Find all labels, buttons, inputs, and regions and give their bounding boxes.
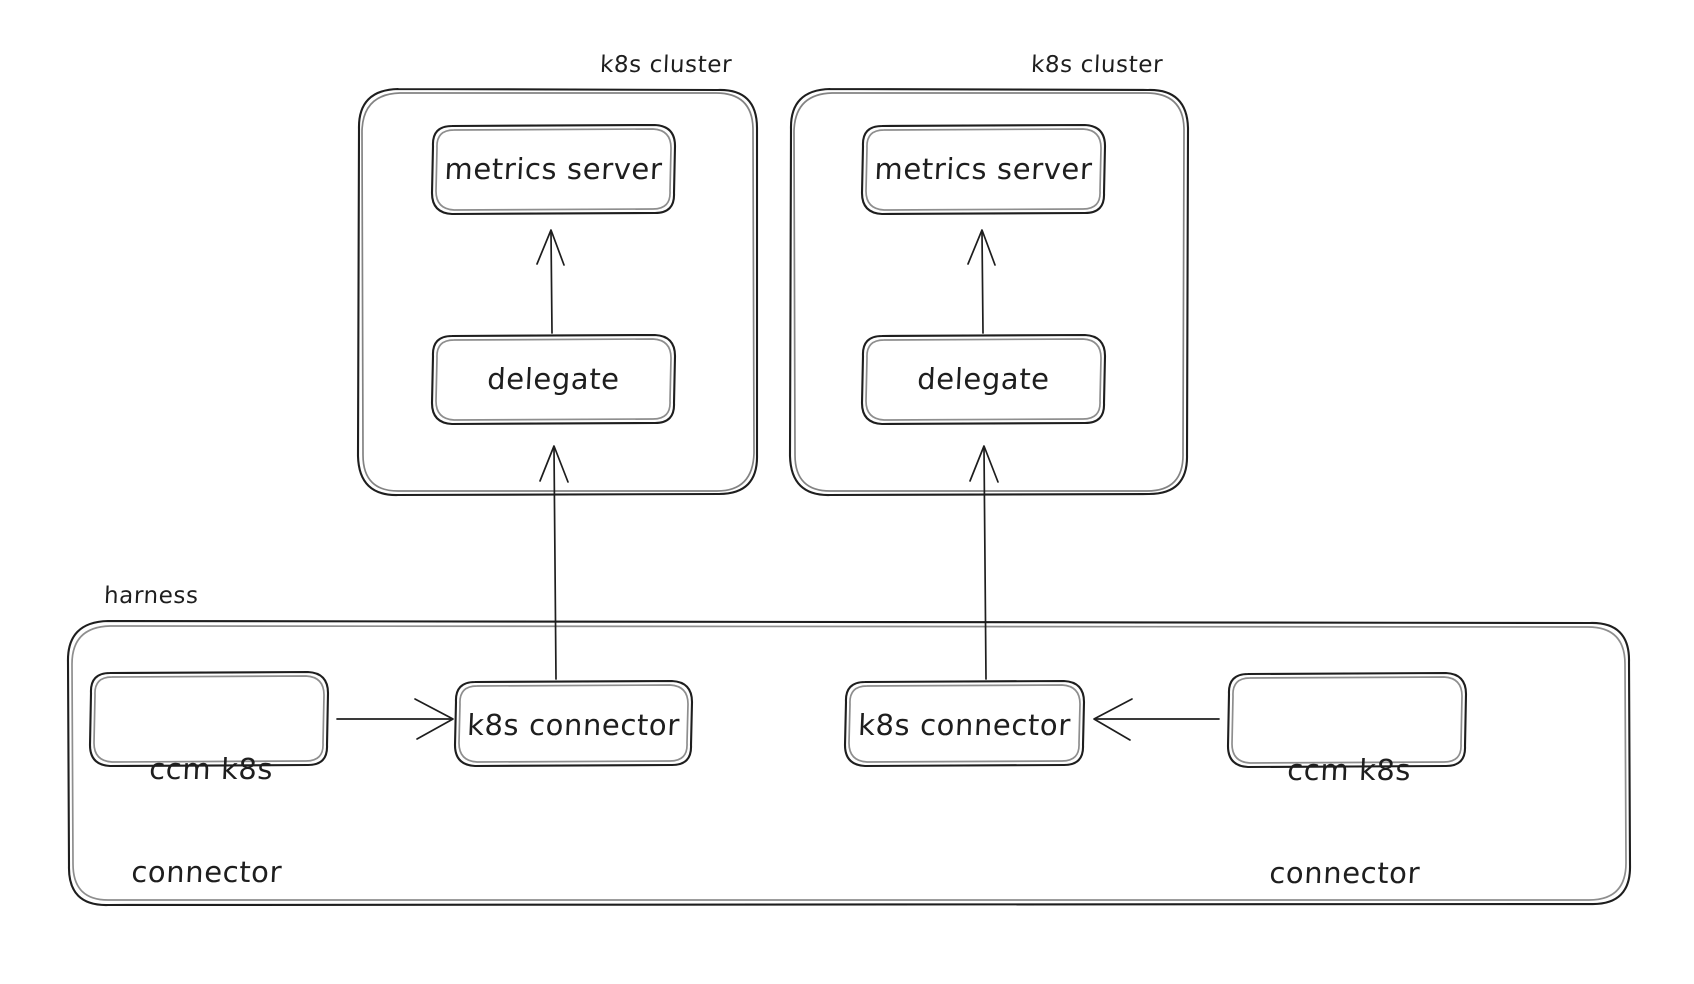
node-label-line-1: ccm k8s — [148, 752, 274, 787]
node-label-metrics-server-right: metrics server — [873, 152, 1094, 186]
node-label-k8s-connector-right: k8s connector — [857, 708, 1072, 742]
arrow-delegate-to-metrics-right — [967, 229, 996, 334]
node-label-ccm-k8s-connector-left: ccm k8s connector — [84, 684, 334, 958]
node-label-delegate-left: delegate — [486, 362, 621, 396]
node-metrics-server-left[interactable] — [430, 123, 677, 216]
container-k8s-cluster-right — [788, 87, 1190, 497]
node-metrics-server-right[interactable] — [860, 123, 1107, 216]
node-label-k8s-connector-left: k8s connector — [466, 708, 681, 742]
node-k8s-connector-left[interactable] — [453, 679, 694, 768]
node-label-line-2: connector — [1268, 856, 1421, 891]
node-label-ccm-k8s-connector-right: ccm k8s connector — [1222, 685, 1472, 959]
arrow-ccm-to-connector-left — [336, 698, 454, 740]
node-label-line-2: connector — [130, 855, 283, 890]
arrow-delegate-to-metrics-left — [536, 229, 565, 334]
container-label-harness: harness — [103, 583, 200, 609]
arrow-ccm-to-connector-right — [1093, 698, 1220, 741]
container-harness — [66, 619, 1632, 907]
container-k8s-cluster-left — [356, 87, 759, 497]
node-label-metrics-server-left: metrics server — [443, 152, 664, 186]
container-label-k8s-cluster-right: k8s cluster — [1030, 52, 1164, 78]
node-label-line-1: ccm k8s — [1286, 753, 1412, 788]
arrow-connector-to-delegate-right — [969, 445, 999, 680]
node-delegate-right[interactable] — [860, 333, 1107, 426]
node-delegate-left[interactable] — [430, 333, 677, 426]
container-label-k8s-cluster-left: k8s cluster — [599, 52, 733, 78]
node-ccm-k8s-connector-left[interactable] — [88, 670, 330, 768]
node-label-delegate-right: delegate — [916, 362, 1051, 396]
node-k8s-connector-right[interactable] — [843, 679, 1086, 768]
arrow-connector-to-delegate-left — [539, 445, 569, 680]
node-ccm-k8s-connector-right[interactable] — [1226, 671, 1468, 769]
